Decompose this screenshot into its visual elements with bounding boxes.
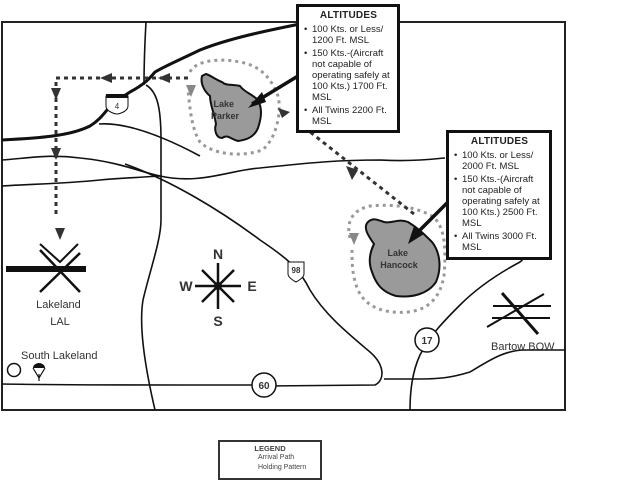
- holding-pattern-hancock: [347, 203, 447, 314]
- airport-symbol-lakeland: [6, 243, 86, 293]
- arrival-arrow-south-1: [51, 88, 61, 100]
- holding-arrow-parker: [186, 85, 196, 97]
- svg-text:4: 4: [115, 102, 120, 111]
- road-central-vertical: [140, 84, 162, 411]
- road-us98: [124, 163, 383, 387]
- route-shield-i4: 4: [105, 94, 129, 115]
- legend-item-holding-pattern: Holding Pattern: [224, 463, 320, 473]
- compass-rose: N S W E: [179, 246, 256, 329]
- holding-arrow-hancock: [349, 233, 359, 245]
- road-sr60-east: [384, 349, 565, 380]
- arrival-arrow-west-2: [100, 73, 112, 83]
- svg-text:98: 98: [292, 266, 301, 275]
- compass-n: N: [213, 246, 223, 262]
- road-sr60: [1, 383, 252, 386]
- road-i4-southeast: [98, 123, 201, 157]
- altitude-item: 100 Kts. or Less/ 2000 Ft. MSL: [454, 150, 545, 172]
- altitudes-box-lake-parker: ALTITUDES 100 Kts. or Less/ 1200 Ft. MSL…: [296, 4, 400, 133]
- compass-w: W: [179, 278, 193, 294]
- arrival-arrow-hancock-to-parker: [346, 166, 358, 180]
- arrival-path-hancock-to-parker: [299, 122, 415, 216]
- altitudes-title: ALTITUDES: [470, 136, 529, 147]
- svg-text:60: 60: [258, 381, 270, 392]
- arrival-path-parker-to-lakeland: [54, 76, 188, 215]
- parachute-icon: [32, 363, 46, 381]
- road-east-west-upper: [1, 155, 446, 180]
- legend-label: Holding Pattern: [258, 464, 307, 471]
- airport-symbol-bartow: [486, 292, 551, 335]
- lake-hancock: [364, 218, 441, 298]
- altitudes-title: ALTITUDES: [319, 10, 378, 21]
- altitude-item: 150 Kts.-(Aircraft not capable of operat…: [454, 174, 545, 229]
- compass-s: S: [213, 313, 222, 329]
- pointer-parker-head: [248, 92, 266, 108]
- legend-label: Arrival Path: [258, 454, 295, 461]
- lake-hancock-label: Lake Hancock: [380, 248, 419, 270]
- altitude-item: 100 Kts. or Less/ 1200 Ft. MSL: [304, 24, 393, 46]
- road-west-lower: [1, 175, 161, 187]
- airport-icon-south-lakeland: [6, 362, 22, 378]
- altitudes-box-lake-hancock: ALTITUDES 100 Kts. or Less/ 2000 Ft. MSL…: [446, 130, 552, 260]
- legend-item-arrival-path: Arrival Path: [224, 453, 320, 463]
- lake-parker: [200, 72, 262, 143]
- lakeland-label: Lakeland LAL: [36, 299, 84, 328]
- svg-text:17: 17: [421, 336, 433, 347]
- route-marker-sr60: 60: [251, 372, 277, 398]
- altitude-item: All Twins 3000 Ft. MSL: [454, 231, 545, 253]
- road-i4: [1, 22, 301, 142]
- holding-pattern-parker: [186, 58, 281, 156]
- route-shield-us98: 98: [287, 261, 305, 283]
- altitude-item: All Twins 2200 Ft. MSL: [304, 105, 393, 127]
- route-marker-sr17: 17: [414, 327, 440, 353]
- lake-parker-label: Lake Parker: [211, 99, 240, 121]
- road-north-vertical: [143, 21, 147, 86]
- map-legend: LEGEND Arrival Path Holding Pattern: [218, 440, 322, 480]
- pointer-hancock-head: [408, 226, 424, 244]
- altitude-item: 150 Kts.-(Aircraft not capable of operat…: [304, 48, 393, 103]
- arrival-arrow-near-parker-box: [278, 108, 290, 118]
- compass-e: E: [247, 278, 256, 294]
- arrival-arrow-south-3: [55, 228, 65, 240]
- bartow-label: Bartow BOW: [491, 341, 555, 353]
- arrival-arrow-south-2: [51, 148, 61, 160]
- legend-title: LEGEND: [254, 444, 286, 453]
- map-border: [1, 21, 566, 411]
- arrival-arrow-west-1: [158, 73, 170, 83]
- south-lakeland-label: South Lakeland: [21, 350, 97, 362]
